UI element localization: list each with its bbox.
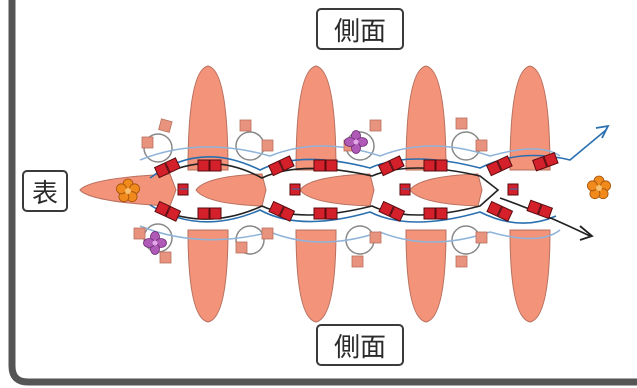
spikes-front bbox=[79, 173, 483, 207]
thread-blue-lower bbox=[149, 204, 557, 224]
spikes-top bbox=[187, 65, 551, 171]
spikes-bottom bbox=[187, 229, 551, 323]
flower-right-icon bbox=[586, 175, 611, 200]
spike-bottom-3 bbox=[405, 229, 447, 323]
flower-bottom-icon bbox=[143, 231, 167, 255]
frame bbox=[8, 0, 637, 386]
flower-top-icon bbox=[344, 130, 368, 154]
label-side-bottom: 側面 bbox=[316, 324, 404, 366]
spike-top-2 bbox=[295, 65, 337, 171]
spike-front-4 bbox=[409, 173, 483, 207]
spike-bottom-1 bbox=[187, 229, 229, 323]
label-front: 表 bbox=[22, 170, 68, 212]
label-side-top: 側面 bbox=[316, 8, 404, 50]
spike-bottom-2 bbox=[295, 229, 337, 323]
flower-left-icon bbox=[115, 178, 140, 203]
arrow-out-blue bbox=[595, 124, 610, 139]
spike-top-3 bbox=[405, 65, 447, 171]
spike-top-1 bbox=[187, 65, 229, 171]
arrow-out-black bbox=[579, 225, 594, 241]
spike-front-2 bbox=[195, 173, 267, 207]
thread-black bbox=[159, 162, 500, 220]
spike-front-3 bbox=[299, 173, 375, 207]
spike-bottom-4 bbox=[509, 229, 551, 323]
spike-top-4 bbox=[509, 65, 551, 171]
